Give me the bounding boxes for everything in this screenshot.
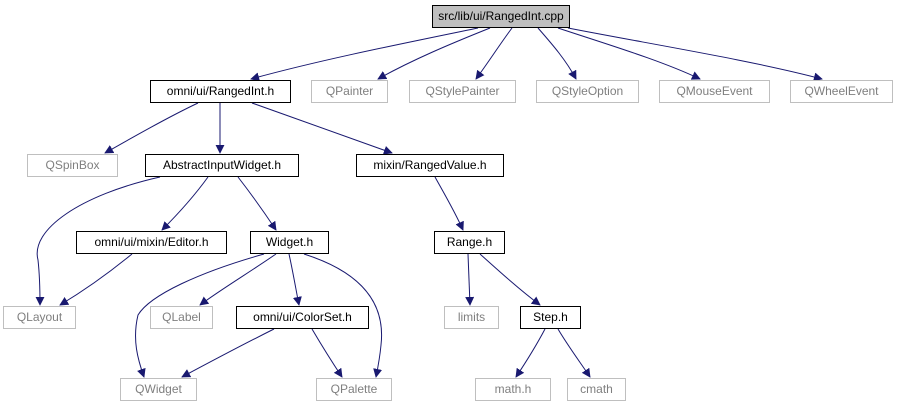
edge-colorset-to-qwidget	[181, 328, 275, 378]
node-rangedvalue[interactable]: mixin/RangedValue.h	[356, 154, 504, 177]
node-label-cmath: cmath	[580, 382, 613, 396]
node-root[interactable]: src/lib/ui/RangedInt.cpp	[432, 5, 570, 28]
node-layer: src/lib/ui/RangedInt.cpp omni/ui/RangedIn…	[3, 5, 893, 401]
node-box-qlayout	[3, 306, 76, 329]
node-qwidget: QWidget	[120, 378, 197, 401]
edge-rangedvalue-to-range_h	[434, 176, 464, 231]
edge-abstractinputwidget-to-qlayout	[35, 176, 161, 306]
node-box-editor	[76, 231, 227, 254]
node-limits: limits	[444, 306, 499, 329]
node-label-editor: omni/ui/mixin/Editor.h	[94, 235, 208, 249]
node-label-qlabel: QLabel	[162, 310, 201, 324]
node-qlayout: QLayout	[3, 306, 76, 329]
edge-abstractinputwidget-to-widget_h	[237, 176, 277, 231]
node-editor[interactable]: omni/ui/mixin/Editor.h	[76, 231, 227, 254]
edge-widget_h-to-qwidget	[135, 253, 265, 378]
edge-root-to-qpainter	[377, 27, 491, 80]
edge-step_h-to-math_h	[515, 328, 546, 378]
node-label-colorset: omni/ui/ColorSet.h	[253, 310, 352, 324]
node-qpainter: QPainter	[311, 80, 388, 103]
edge-step_h-to-cmath	[557, 328, 591, 378]
node-qlabel: QLabel	[150, 306, 213, 329]
node-box-math_h	[475, 378, 551, 401]
node-box-rangedvalue	[356, 154, 504, 177]
node-box-abstractinputwidget	[145, 154, 299, 177]
node-label-qpainter: QPainter	[326, 84, 373, 98]
edge-root-to-qwheelevent	[567, 27, 823, 82]
node-label-qstyleoption: QStyleOption	[552, 84, 623, 98]
edge-range_h-to-step_h	[479, 253, 541, 306]
node-box-qspinbox	[27, 154, 118, 177]
node-label-widget_h: Widget.h	[266, 235, 313, 249]
node-label-qlayout: QLayout	[17, 310, 63, 324]
node-label-abstractinputwidget: AbstractInputWidget.h	[163, 158, 281, 172]
edge-editor-to-qlayout	[59, 253, 133, 306]
node-label-rangedint_h: omni/ui/RangedInt.h	[167, 84, 274, 98]
node-box-rangedint_h	[150, 80, 291, 103]
node-label-qspinbox: QSpinBox	[45, 158, 99, 172]
edge-root-to-qstyleoption	[537, 27, 577, 80]
node-box-qstyleoption	[536, 80, 639, 103]
node-qspinbox: QSpinBox	[27, 154, 118, 177]
node-colorset[interactable]: omni/ui/ColorSet.h	[236, 306, 369, 329]
node-range_h[interactable]: Range.h	[434, 231, 505, 254]
node-qwheelevent: QWheelEvent	[790, 80, 893, 103]
node-label-range_h: Range.h	[447, 235, 492, 249]
node-box-qlabel	[150, 306, 213, 329]
edge-range_h-to-limits	[465, 253, 475, 306]
node-box-root	[432, 5, 570, 28]
node-qstylepainter: QStylePainter	[409, 80, 516, 103]
node-label-qwidget: QWidget	[135, 382, 182, 396]
node-box-range_h	[434, 231, 505, 254]
node-label-qwheelevent: QWheelEvent	[804, 84, 879, 98]
node-qstyleoption: QStyleOption	[536, 80, 639, 103]
node-label-root: src/lib/ui/RangedInt.cpp	[438, 9, 564, 23]
edge-colorset-to-qpalette	[311, 328, 343, 378]
edge-root-to-rangedint_h	[250, 27, 479, 82]
edge-rangedint_h-to-rangedvalue	[251, 102, 393, 155]
node-qpalette: QPalette	[316, 378, 392, 401]
node-label-qmouseevent: QMouseEvent	[676, 84, 753, 98]
node-rangedint_h[interactable]: omni/ui/RangedInt.h	[150, 80, 291, 103]
node-label-math_h: math.h	[495, 382, 532, 396]
node-cmath: cmath	[567, 378, 626, 401]
edge-layer	[35, 27, 823, 378]
node-box-limits	[444, 306, 499, 329]
node-box-qwheelevent	[790, 80, 893, 103]
node-widget_h[interactable]: Widget.h	[250, 231, 329, 254]
node-math_h: math.h	[475, 378, 551, 401]
node-qmouseevent: QMouseEvent	[659, 80, 770, 103]
edge-root-to-qmouseevent	[557, 27, 701, 80]
edge-abstractinputwidget-to-editor	[161, 176, 209, 231]
node-abstractinputwidget[interactable]: AbstractInputWidget.h	[145, 154, 299, 177]
node-box-cmath	[567, 378, 626, 401]
node-label-limits: limits	[458, 310, 485, 324]
node-label-step_h: Step.h	[533, 310, 568, 324]
node-box-qpainter	[311, 80, 388, 103]
edge-widget_h-to-colorset	[288, 253, 302, 306]
edge-rangedint_h-to-qspinbox	[104, 102, 199, 154]
node-box-colorset	[236, 306, 369, 329]
node-box-widget_h	[250, 231, 329, 254]
node-box-qstylepainter	[409, 80, 516, 103]
node-box-qmouseevent	[659, 80, 770, 103]
node-label-qpalette: QPalette	[331, 382, 378, 396]
node-box-step_h	[520, 306, 581, 329]
node-step_h[interactable]: Step.h	[520, 306, 581, 329]
node-label-rangedvalue: mixin/RangedValue.h	[373, 158, 486, 172]
node-box-qwidget	[120, 378, 197, 401]
edge-widget_h-to-qlabel	[199, 253, 277, 306]
node-box-qpalette	[316, 378, 392, 401]
node-label-qstylepainter: QStylePainter	[425, 84, 499, 98]
edge-widget_h-to-qpalette	[303, 253, 383, 378]
edge-root-to-qstylepainter	[475, 27, 513, 80]
